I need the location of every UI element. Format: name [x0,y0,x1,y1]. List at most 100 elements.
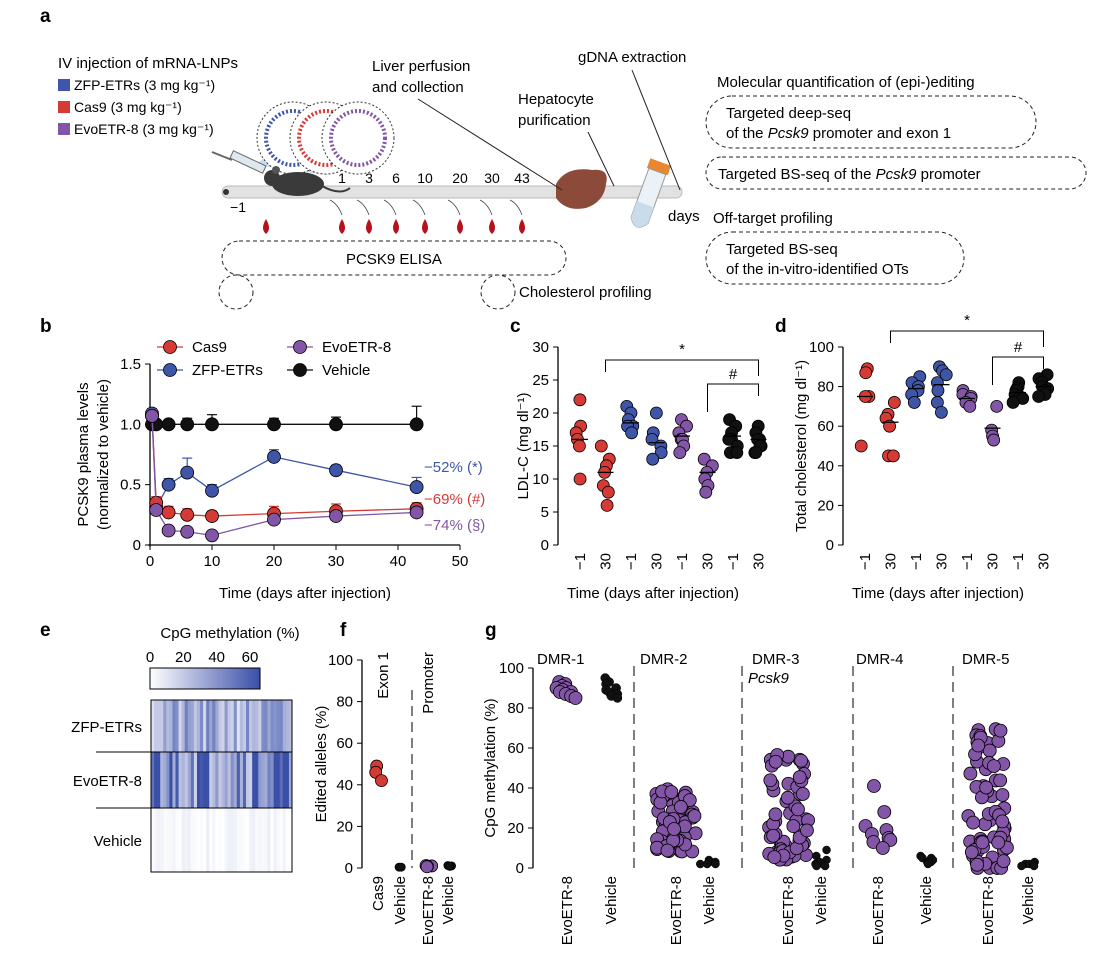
x-tick-label: −1 [857,553,874,570]
heatmap-cell [249,700,253,752]
x-tick-label: EvoETR-8 [668,876,685,945]
data-point [964,845,979,860]
data-point [702,859,712,869]
heatmap-cell [276,700,281,752]
panel-e-label: e [40,620,51,641]
heatmap-cell [172,808,176,872]
box-deepseq [705,95,1037,149]
blood-draw-arrow [329,199,343,216]
y-tick-label: 40 [336,777,353,794]
x-tick-label: EvoETR-8 [559,876,576,945]
x-tick-label: 20 [266,553,283,570]
data-point [975,835,990,850]
heatmap-cell [236,752,241,808]
data-point [396,862,406,872]
data-point [990,399,1004,413]
data-point [267,417,281,432]
heatmap-cell [270,752,274,808]
heatmap-cell [206,752,210,808]
data-point [660,843,675,858]
heatmap-cell [282,808,287,872]
x-axis-title: Time (days after injection) [567,585,739,602]
heatmap-cell [212,752,216,808]
x-tick-label: 30 [751,553,768,570]
box-ot-line2: of the in-vitro-identified OTs [726,261,909,278]
heatmap-cell [273,752,277,808]
heatmap-cell [178,700,182,752]
data-point [568,691,583,705]
heatmap-cell [230,808,235,872]
data-point [205,509,219,523]
timepoint-label: 6 [392,170,400,186]
y-tick-label: 80 [336,694,353,711]
blood-drop-icon [457,219,463,234]
heatmap-cell [233,808,238,872]
liver-perfusion-pointer [417,98,563,191]
heatmap-cell [233,700,238,752]
heatmap-cell [221,752,225,808]
legend-label: ZFP-ETRs [192,362,263,379]
heatmap-cell [175,700,179,752]
heatmap-cell [212,808,216,872]
heatmap-cell [209,808,213,872]
data-point [409,480,424,494]
legend-label: Vehicle [322,362,370,379]
heatmap-cell [203,700,207,752]
timepoint-label: 10 [417,170,433,186]
heatmap-cell [261,700,265,752]
y-tick-label: 30 [532,339,549,356]
heatmap-cell [258,808,262,872]
heatmap-row-label: EvoETR-8 [73,773,142,790]
legend-cas9-label: Cas9 (3 mg kg⁻¹) [74,99,182,115]
heatmap-cell [288,700,293,752]
x-tick-label: EvoETR-8 [870,876,887,945]
y-tick-label: 60 [507,740,524,757]
heatmap-cell [200,808,204,872]
heatmap-cell [203,808,207,872]
heatmap-cell [285,752,290,808]
x-tick-label: 30 [883,553,900,570]
region-label: DMR-3 [752,651,800,668]
scale-tick-label: 20 [175,649,192,666]
y-axis-title: PCSK9 plasma levels(normalized to vehicl… [75,379,112,530]
y-tick-label: 25 [532,372,549,389]
timepoint-label: 30 [484,170,500,186]
heatmap-cell [160,808,164,872]
x-tick-label: −1 [674,553,691,570]
x-tick-label: −1 [908,553,925,570]
scale-tick-label: 60 [242,649,259,666]
heatmap-cell [169,752,173,808]
data-point [205,528,219,543]
heatmap-cell [227,752,231,808]
heatmap-cell [193,808,198,872]
tube-icon [630,158,672,228]
data-point [859,366,873,380]
heatmap-cell [187,808,192,872]
data-point [445,861,455,871]
data-point [907,396,921,409]
heatmap-cell [279,752,284,808]
data-point [600,498,614,512]
heatmap-row-label: Vehicle [94,833,142,850]
scale-tick-label: 40 [208,649,225,666]
heatmap-cell [175,808,179,872]
heatmap-cell [178,752,182,808]
offtarget-title: Off-target profiling [713,210,833,227]
y-tick-label: 80 [817,379,834,396]
data-point [875,841,890,855]
heatmap-cell [267,752,271,808]
data-point [1017,861,1026,871]
data-point [792,770,807,785]
data-point [993,723,1008,738]
data-point [820,861,830,871]
data-point [699,485,713,499]
data-point [993,773,1008,788]
legend-marker [163,363,177,377]
series-annotation: −74% (§) [424,517,485,534]
heatmap-cell [203,752,207,808]
data-point [161,477,176,492]
section-label: Promoter [420,652,437,714]
